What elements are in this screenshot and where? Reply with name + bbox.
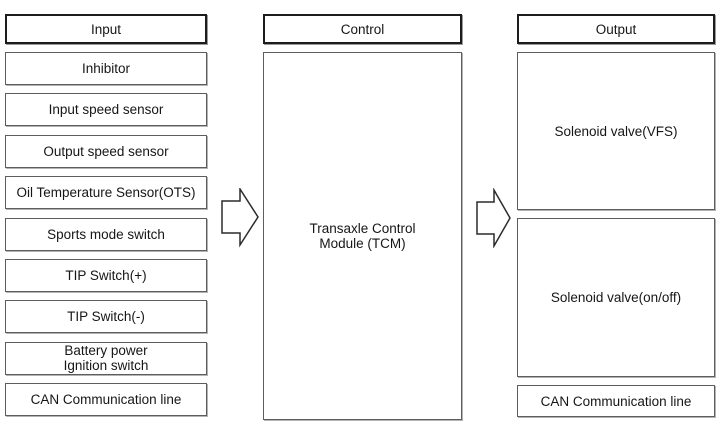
input-item: Output speed sensor — [5, 134, 207, 168]
output-column: Output Solenoid valve(VFS)Solenoid valve… — [517, 14, 715, 417]
flow-arrow-control-to-output-icon — [476, 188, 511, 248]
flow-arrow-input-to-control-icon — [221, 188, 259, 248]
control-column: Control Transaxle Control Module (TCM) — [263, 14, 462, 420]
tcm-module-box: Transaxle Control Module (TCM) — [263, 52, 462, 420]
input-item: Input speed sensor — [5, 93, 207, 127]
input-item: Sports mode switch — [5, 217, 207, 251]
output-column-header: Output — [517, 14, 715, 44]
input-item: CAN Communication line — [5, 383, 207, 417]
input-item: Oil Temperature Sensor(OTS) — [5, 176, 207, 210]
output-items-list: Solenoid valve(VFS)Solenoid valve(on/off… — [517, 52, 715, 417]
input-item: TIP Switch(-) — [5, 300, 207, 334]
input-column-header: Input — [5, 14, 207, 44]
output-item: Solenoid valve(on/off) — [517, 218, 715, 377]
input-item: TIP Switch(+) — [5, 258, 207, 292]
output-item: CAN Communication line — [517, 385, 715, 417]
output-item: Solenoid valve(VFS) — [517, 52, 715, 210]
input-item: Inhibitor — [5, 52, 207, 85]
control-column-header: Control — [263, 14, 462, 44]
input-item: Battery power Ignition switch — [5, 341, 207, 375]
